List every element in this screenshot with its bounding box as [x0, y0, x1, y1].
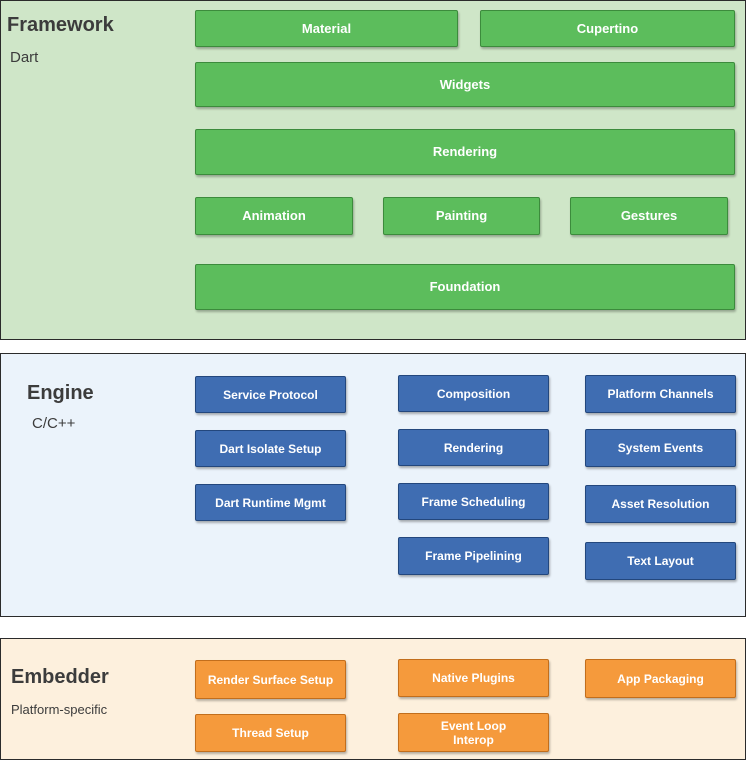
box-cupertino: Cupertino — [480, 10, 735, 47]
box-foundation-label: Foundation — [429, 279, 501, 294]
box-native-plugins-label: Native Plugins — [432, 671, 515, 685]
box-render-surface-setup: Render Surface Setup — [195, 660, 346, 699]
box-frame-scheduling-label: Frame Scheduling — [421, 494, 526, 509]
box-dart-isolate-setup: Dart Isolate Setup — [195, 430, 346, 467]
box-asset-resolution: Asset Resolution — [585, 485, 736, 523]
box-rendering-framework-label: Rendering — [432, 144, 498, 159]
engine-title: Engine — [27, 382, 94, 404]
box-animation-label: Animation — [242, 208, 306, 223]
box-frame-pipelining: Frame Pipelining — [398, 537, 549, 575]
box-thread-setup-label: Thread Setup — [232, 726, 309, 740]
box-dart-runtime-mgmt-label: Dart Runtime Mgmt — [215, 495, 326, 510]
box-rendering-framework: Rendering — [195, 129, 735, 175]
box-painting: Painting — [383, 197, 540, 235]
box-animation: Animation — [195, 197, 353, 235]
engine-layer: Engine C/C++ Service Protocol Dart Isola… — [0, 353, 746, 617]
box-frame-pipelining-label: Frame Pipelining — [425, 549, 522, 563]
box-gestures-label: Gestures — [620, 208, 678, 223]
box-thread-setup: Thread Setup — [195, 714, 346, 752]
box-composition-label: Composition — [436, 386, 511, 401]
box-gestures: Gestures — [570, 197, 728, 235]
box-system-events: System Events — [585, 429, 736, 467]
box-text-layout-label: Text Layout — [627, 554, 694, 568]
framework-layer: Framework Dart Material Cupertino Widget… — [0, 0, 746, 340]
embedder-title: Embedder — [11, 666, 109, 688]
framework-subtitle: Dart — [10, 49, 39, 66]
box-foundation: Foundation — [195, 264, 735, 310]
box-render-surface-setup-label: Render Surface Setup — [207, 672, 334, 687]
box-composition: Composition — [398, 375, 549, 412]
box-cupertino-label: Cupertino — [576, 20, 639, 36]
box-platform-channels: Platform Channels — [585, 375, 736, 413]
box-service-protocol-label: Service Protocol — [223, 387, 318, 402]
engine-subtitle: C/C++ — [32, 415, 76, 432]
box-painting-label: Painting — [435, 208, 488, 223]
box-app-packaging-label: App Packaging — [617, 671, 704, 686]
box-text-layout: Text Layout — [585, 542, 736, 580]
box-material: Material — [195, 10, 458, 47]
framework-title: Framework — [7, 14, 114, 36]
box-asset-resolution-label: Asset Resolution — [611, 497, 710, 511]
box-event-loop-interop: Event Loop Interop — [398, 713, 549, 752]
box-material-label: Material — [301, 20, 352, 36]
embedder-layer: Embedder Platform-specific Render Surfac… — [0, 638, 746, 760]
box-platform-channels-label: Platform Channels — [607, 387, 714, 401]
box-dart-isolate-setup-label: Dart Isolate Setup — [219, 441, 322, 456]
box-native-plugins: Native Plugins — [398, 659, 549, 697]
box-widgets-label: Widgets — [439, 76, 491, 92]
box-event-loop-interop-label: Event Loop Interop — [440, 718, 507, 747]
box-service-protocol: Service Protocol — [195, 376, 346, 413]
embedder-subtitle: Platform-specific — [11, 702, 108, 717]
box-system-events-label: System Events — [617, 441, 704, 455]
box-dart-runtime-mgmt: Dart Runtime Mgmt — [195, 484, 346, 521]
box-frame-scheduling: Frame Scheduling — [398, 483, 549, 520]
box-rendering-engine-label: Rendering — [443, 440, 504, 455]
box-app-packaging: App Packaging — [585, 659, 736, 698]
box-rendering-engine: Rendering — [398, 429, 549, 466]
box-widgets: Widgets — [195, 62, 735, 107]
